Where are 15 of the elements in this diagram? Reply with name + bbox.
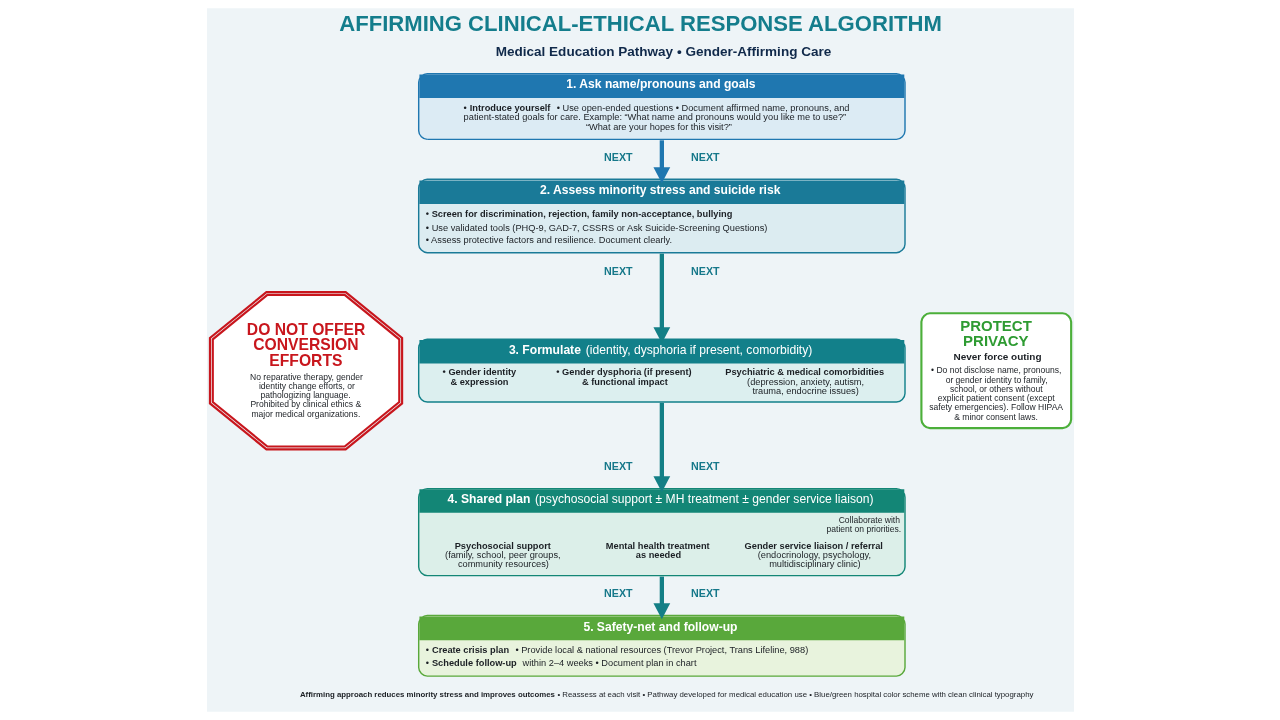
- label: NEXT: [603, 587, 633, 600]
- label: NEXT: [690, 587, 720, 600]
- arrow: [652, 576, 670, 620]
- label: NEXT: [603, 151, 633, 164]
- node-box: PROTECT PRIVACY Never force outing • Do not disclose name, pronouns, or gender identity to family, school, or others without explicit patient consent (except safety emergencies). Follow HIPAA & minor consent laws.: [919, 312, 1072, 430]
- label: NEXT: [690, 151, 720, 164]
- label: Medical Education Pathway • Gender-Affirming Care: [495, 44, 831, 60]
- label: NEXT: [690, 264, 720, 277]
- label: NEXT: [603, 460, 633, 473]
- label: NEXT: [690, 460, 720, 473]
- label: Affirming approach reduces minority stress and improves outcomes • Reassess at each visit • Pathway developed for medical education use • Blue/green hospital color scheme with clean clinical typography: [299, 690, 1033, 700]
- label: NEXT: [603, 264, 633, 277]
- arrow: [652, 402, 670, 493]
- diagram-title: AFFIRMING CLINICAL-ETHICAL RESPONSE ALGORITHM: [338, 10, 942, 36]
- arrow: [652, 140, 670, 184]
